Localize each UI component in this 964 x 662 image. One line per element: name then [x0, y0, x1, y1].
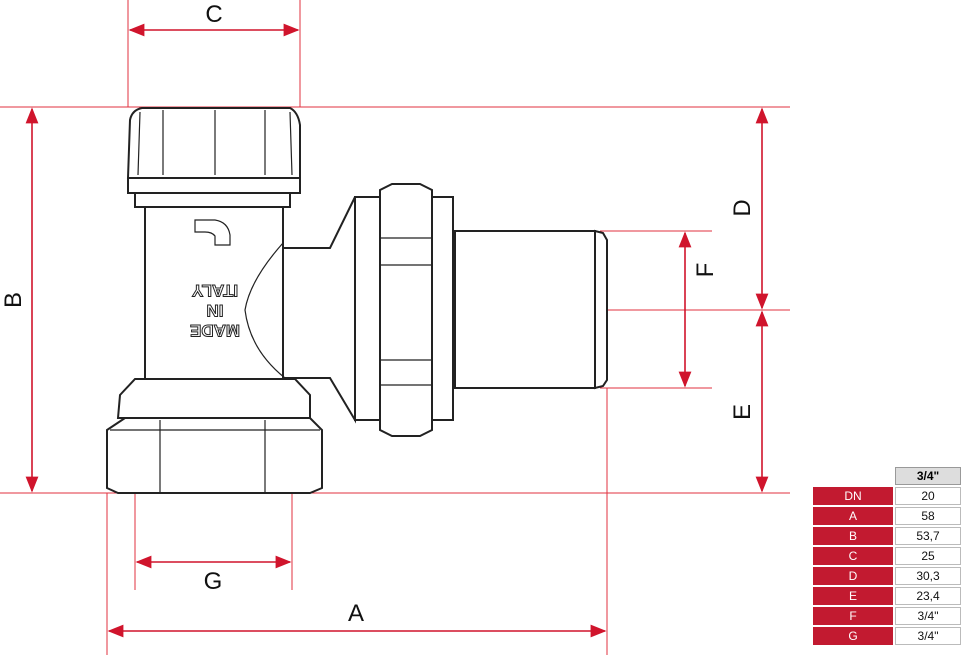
dimension-label-d: D: [729, 199, 756, 216]
dimension-label-e: E: [729, 404, 756, 420]
valve-body: MADE IN ITALY: [106, 107, 608, 494]
svg-text:MADE: MADE: [190, 321, 240, 340]
table-header-size: 3/4": [895, 467, 961, 485]
brand-logo: [194, 219, 231, 246]
dimension-label-b: B: [0, 292, 27, 308]
dimension-label-g: G: [204, 568, 223, 595]
dimension-arrows: [25, 23, 769, 638]
svg-text:ITALY: ITALY: [191, 281, 238, 300]
dimension-label-c: C: [205, 1, 222, 28]
made-in-italy-stamp: MADE IN ITALY: [189, 281, 240, 341]
dimension-label-a: A: [348, 600, 364, 627]
svg-text:IN: IN: [207, 301, 224, 320]
dimension-label-f: F: [692, 263, 719, 278]
